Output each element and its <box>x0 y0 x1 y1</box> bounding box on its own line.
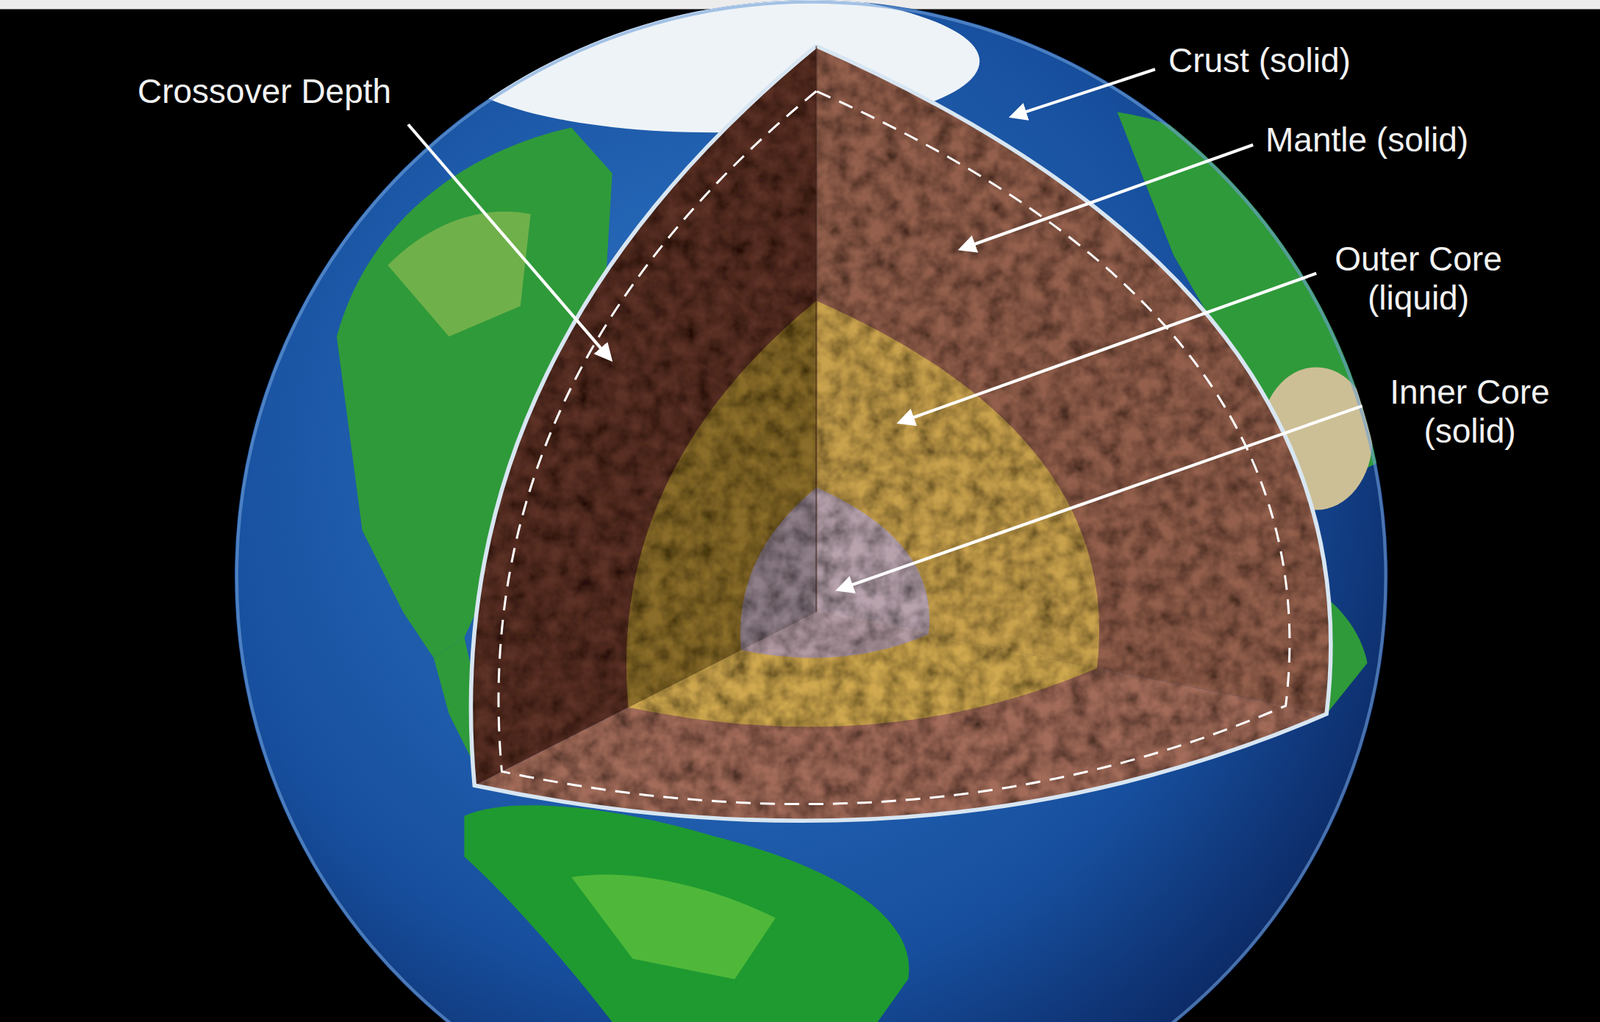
part-label: Crossover Depth <box>137 72 392 112</box>
part-label: Inner Core (solid) <box>1363 372 1577 451</box>
part-label: Crust (solid) <box>1168 41 1351 81</box>
part-label: Outer Core (liquid) <box>1308 239 1529 318</box>
part-label: Mantle (solid) <box>1265 120 1469 160</box>
